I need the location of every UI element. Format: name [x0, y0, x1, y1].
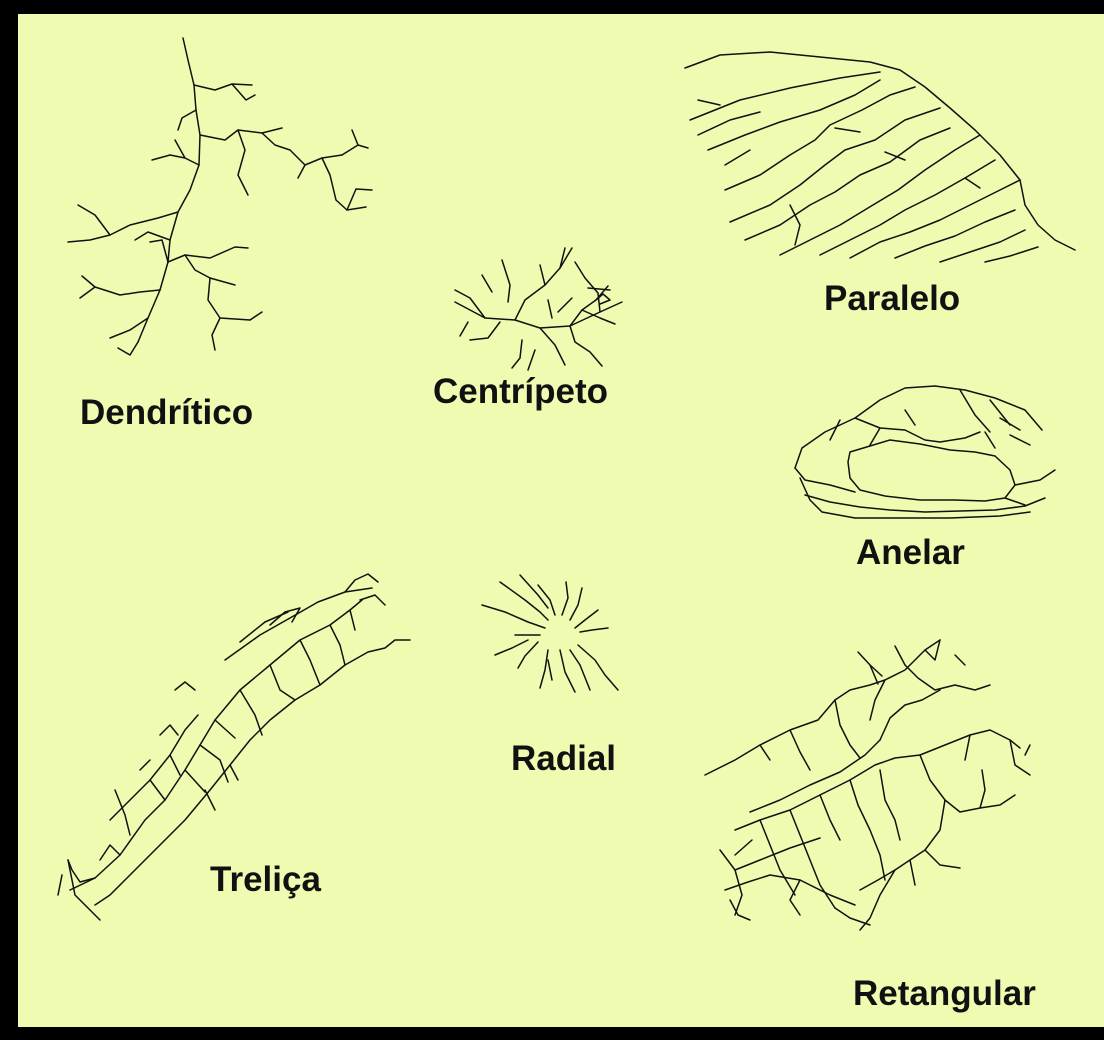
drainage-sketches [18, 14, 1104, 1027]
label-anelar: Anelar [856, 535, 965, 570]
dendritic-network [68, 38, 372, 355]
label-retangular: Retangular [853, 976, 1036, 1011]
parallel-network [685, 52, 1075, 262]
label-dendritico: Dendrítico [80, 395, 253, 430]
centripetal-network [455, 248, 622, 370]
label-centripeto: Centrípeto [433, 374, 608, 409]
rectangular-network [705, 640, 1030, 930]
label-trelica: Treliça [210, 862, 321, 897]
radial-network [482, 575, 618, 692]
annular-network [795, 386, 1055, 518]
label-paralelo: Paralelo [824, 281, 960, 316]
label-radial: Radial [511, 741, 616, 776]
